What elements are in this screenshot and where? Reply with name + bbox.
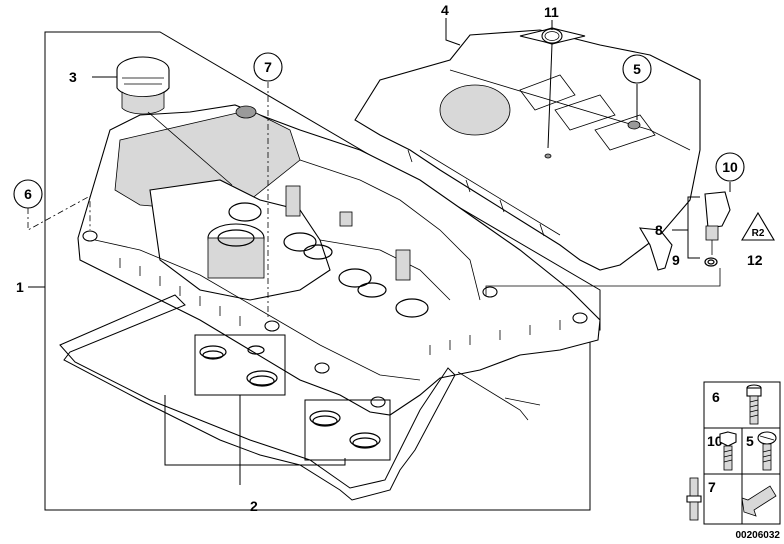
table-cell-7: 7 [708,479,716,495]
oil-filler-cap [116,56,170,115]
label-emblem-text: R2 [752,228,765,239]
arrow-icon [741,485,777,517]
svg-text:10: 10 [722,159,738,175]
warning-label: R2 [741,211,775,241]
cylinder-head-cover [77,104,601,416]
callout-10-circled: 10 [715,152,745,182]
fastener-table: 6 10 5 7 [686,381,781,525]
callout-12: 12 [747,252,763,268]
sensor-assembly [704,191,731,267]
svg-text:5: 5 [633,61,641,77]
seal-rings-group-b [304,399,391,461]
callout-4: 4 [441,2,449,18]
bolt-10-icon [719,431,737,471]
reference-number: 00206032 [736,530,781,541]
callout-11: 11 [544,4,559,20]
callout-1: 1 [16,279,24,295]
screw-5-icon [757,431,777,471]
callout-2: 2 [250,498,258,514]
stud-7-icon [686,477,702,521]
callout-3: 3 [69,69,77,85]
svg-text:6: 6 [24,186,32,202]
callout-8: 8 [655,222,663,238]
emblem-badge [519,27,586,45]
table-cell-6: 6 [712,389,720,405]
callout-6-circled: 6 [13,179,43,209]
callout-5-circled: 5 [622,54,652,84]
svg-text:7: 7 [264,59,272,75]
bolt-6-icon [746,384,762,425]
engine-acoustic-cover [354,29,701,271]
table-cell-5: 5 [746,433,754,449]
callout-9: 9 [672,252,680,268]
callout-7-circled: 7 [253,52,283,82]
table-cell-10: 10 [707,433,723,449]
